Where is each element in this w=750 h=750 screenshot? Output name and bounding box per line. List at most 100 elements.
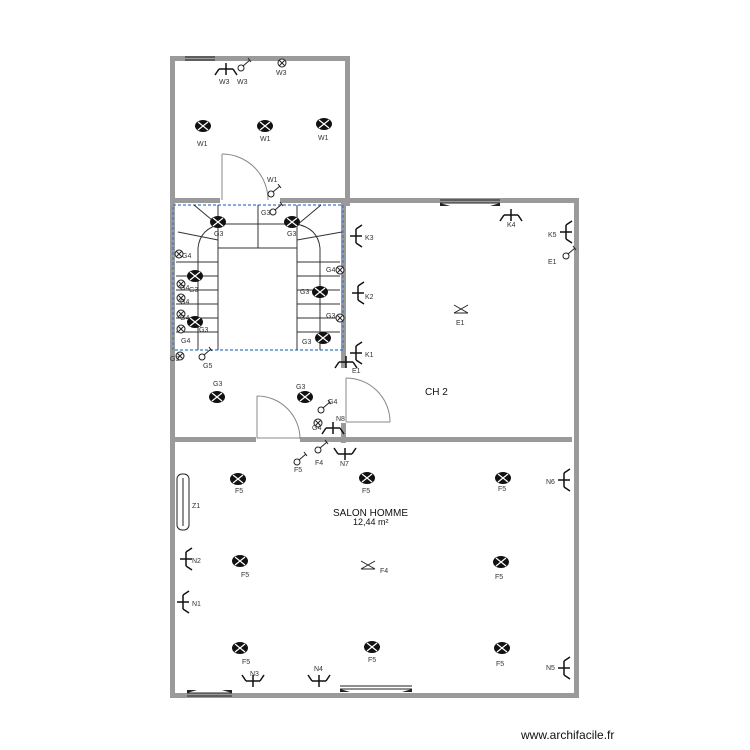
symbol-label: F5	[235, 488, 243, 495]
symbol-label: N3	[250, 671, 259, 678]
symbol-label: G4	[326, 267, 335, 274]
wall	[170, 198, 175, 698]
symbol-label: G3	[287, 231, 296, 238]
socket-icon: N8	[321, 416, 345, 435]
ceiling-point-icon: E1	[453, 304, 469, 327]
wall	[300, 437, 572, 442]
wall	[170, 693, 579, 698]
symbol-label: G4	[180, 315, 189, 322]
socket-icon: N5	[546, 656, 571, 680]
radiator: Z1	[176, 473, 200, 531]
symbol-label: F5	[496, 661, 504, 668]
socket-icon: K1	[350, 341, 374, 365]
symbol-label: F5	[294, 467, 302, 474]
door	[256, 395, 301, 440]
ceiling-light-icon: G3	[284, 216, 300, 238]
symbol-label: G3	[213, 381, 222, 388]
symbol-label: K5	[548, 232, 557, 239]
outlet-icon: G4	[312, 418, 323, 432]
symbol-label: F5	[495, 574, 503, 581]
window	[440, 199, 500, 206]
switch-icon: G4	[317, 399, 337, 414]
wall	[170, 437, 256, 442]
footer-credit: www.archifacile.fr	[520, 728, 614, 742]
symbol-label: G5	[203, 363, 212, 370]
symbol-label: F5	[362, 488, 370, 495]
outlet-icon: G4	[176, 293, 189, 306]
switch-icon: F5	[293, 451, 308, 474]
symbol-label: W1	[197, 141, 208, 148]
door	[221, 153, 269, 201]
symbol-label: G4	[180, 285, 189, 292]
walls	[170, 56, 579, 698]
symbol-label: G3	[296, 384, 305, 391]
outlet-icon: G4	[326, 265, 345, 275]
symbol-label: G4	[312, 425, 321, 432]
symbol-label: N2	[192, 558, 201, 565]
switch-icon: W1	[267, 177, 282, 198]
ceiling-light-icon: F5	[364, 641, 380, 664]
symbol-label: W3	[276, 70, 287, 77]
ceiling-light-icon: G3	[300, 286, 328, 298]
switch-icon: W3	[237, 57, 252, 86]
symbol-label: W1	[267, 177, 278, 184]
outlet-icon: G4	[176, 279, 189, 292]
ceiling-light-icon: F5	[232, 555, 249, 579]
window	[187, 690, 232, 697]
symbol-label: G3	[300, 289, 309, 296]
symbol-label: K1	[365, 352, 374, 359]
room-area-salon: 12,44 m²	[353, 517, 389, 527]
symbol-label: W1	[318, 135, 329, 142]
ceiling-light-icon: F5	[495, 472, 511, 493]
symbol-label: F5	[368, 657, 376, 664]
symbol-label: G3	[214, 231, 223, 238]
room-label-ch2: CH 2	[425, 387, 448, 398]
symbol-label: G3	[199, 327, 208, 334]
wall	[170, 56, 350, 61]
symbol-label: F4	[315, 460, 323, 467]
socket-icon: K2	[352, 281, 374, 305]
ceiling-point-icon: F4	[360, 560, 388, 575]
ceiling-light-icon: G3	[296, 384, 313, 403]
ceiling-light-icon: F5	[494, 642, 510, 668]
symbol-label: G4	[180, 299, 189, 306]
ceiling-light-icon: G3	[210, 216, 226, 238]
socket-icon: N3	[241, 671, 265, 687]
door	[345, 377, 391, 423]
symbol-label: G4	[182, 253, 191, 260]
symbol-label: G3	[189, 287, 198, 294]
wall	[280, 198, 350, 203]
outlet-icon: W3	[276, 58, 287, 77]
symbol-label: E1	[548, 259, 557, 266]
ceiling-light-icon: F5	[359, 472, 375, 495]
wall	[170, 198, 220, 203]
switch-icon: F4	[314, 439, 329, 467]
socket-icon: N7	[333, 447, 357, 468]
symbol-label: G3	[261, 210, 270, 217]
symbol-label: G3	[302, 339, 311, 346]
socket-icon: N6	[546, 468, 571, 492]
radiator-label: Z1	[192, 503, 200, 510]
socket-icon: K5	[548, 220, 573, 244]
ceiling-light-icon: F5	[230, 473, 246, 495]
ceiling-light-icon: G3	[209, 381, 225, 403]
symbol-label: N1	[192, 601, 201, 608]
outlet-icon: G3	[170, 351, 185, 363]
doors	[221, 153, 391, 440]
ceiling-light-icon: W1	[257, 120, 273, 143]
windows	[185, 56, 500, 697]
symbol-label: G3	[326, 313, 335, 320]
symbol-label: N8	[336, 416, 345, 423]
socket-icon: K4	[499, 209, 523, 229]
switch-icon: E1	[548, 245, 577, 266]
window	[340, 685, 412, 692]
symbol-label: W1	[260, 136, 271, 143]
room-label-salon: SALON HOMME	[333, 508, 408, 519]
ceiling-light-icon: G3	[187, 316, 208, 334]
symbol-label: N5	[546, 665, 555, 672]
